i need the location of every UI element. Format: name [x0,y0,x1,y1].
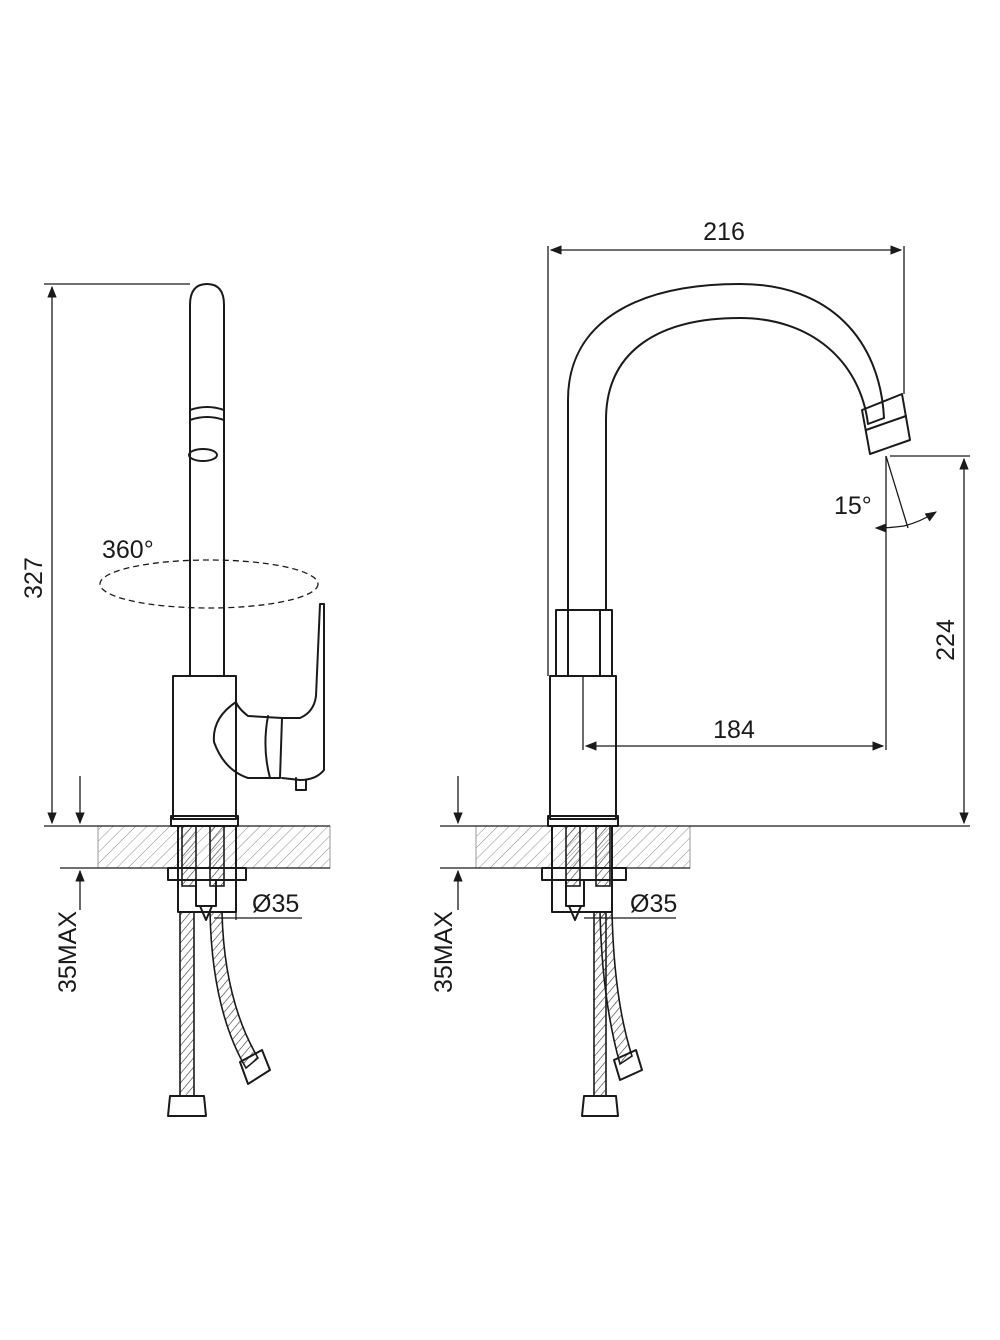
tilt-15-label: 15° [834,492,872,520]
aerator-outlet [188,448,218,462]
thread-d35-left-label: Ø35 [252,890,299,918]
flexible-hose-1 [179,911,195,1097]
faucet-body-side [172,675,237,820]
spout-height-224-label: 224 [932,619,960,661]
aerator-ring [189,406,225,411]
upper-body-front [555,609,613,677]
hose-nut-3 [581,1095,619,1117]
width-216-label: 216 [703,218,745,246]
lever-handle [212,701,283,779]
fixing-nut-right [541,867,627,881]
deck-35max-right-label: 35MAX [430,911,458,993]
flexible-hose-2 [209,911,260,1070]
angle-arc-15 [903,511,937,527]
rotation-360-label: 360° [102,536,154,564]
deck-35max-left-label: 35MAX [54,911,82,993]
gooseneck-spout [567,283,885,611]
fixing-nut-left [167,867,247,881]
hose-nut-1 [167,1095,207,1117]
spout-tube-side [189,283,225,677]
flexible-hose-4 [599,911,633,1066]
thread-d35-right-label: Ø35 [630,890,677,918]
mounting-stud-left [181,825,197,887]
hose-nut-2 [239,1049,271,1085]
base-flange-side [170,815,239,827]
hose-nut-4 [613,1049,643,1081]
front-view [440,245,970,1117]
rotation-ellipse [99,559,319,609]
side-view [44,283,331,1117]
spout-aerator [861,393,911,455]
countertop-section-right [475,825,691,869]
reach-184-label: 184 [713,716,755,744]
base-flange-front [547,815,619,827]
height-327-label: 327 [20,557,48,599]
mounting-stud-right [565,825,581,887]
